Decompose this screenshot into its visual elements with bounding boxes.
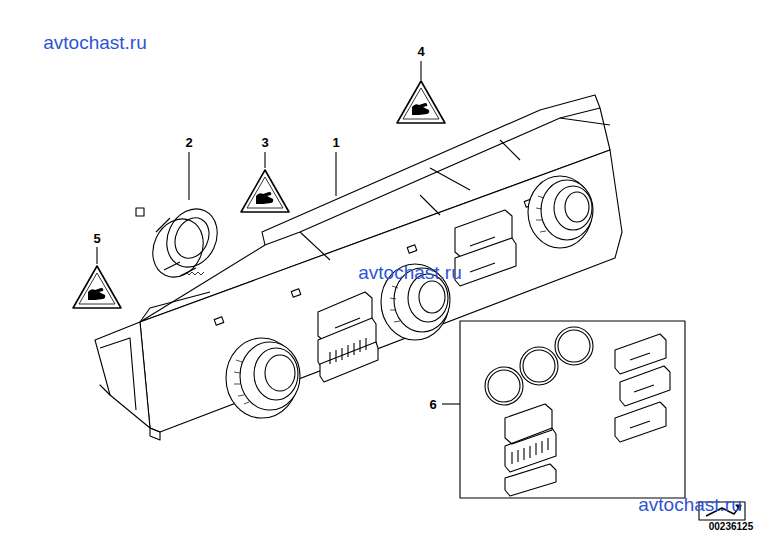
callout-number: 3	[261, 136, 268, 149]
watermark: avtochast.ru	[358, 263, 462, 282]
knob-right	[528, 176, 593, 248]
callout-number: 2	[185, 136, 192, 149]
callout-number: 6	[429, 398, 436, 411]
button-group-left	[318, 292, 378, 382]
button-group-right	[455, 210, 516, 286]
callout-number: 5	[93, 232, 100, 245]
watermark: avtochast.ru	[43, 33, 147, 52]
callout-number: 4	[417, 45, 424, 58]
button-set-box	[460, 321, 685, 498]
knob-left	[226, 338, 300, 418]
rotary-ring	[136, 201, 226, 286]
climate-control-panel	[95, 95, 622, 440]
callout-number: 1	[332, 136, 339, 149]
diagram-code: 00236125	[709, 522, 754, 532]
watermark: avtochast.ru	[638, 495, 742, 514]
